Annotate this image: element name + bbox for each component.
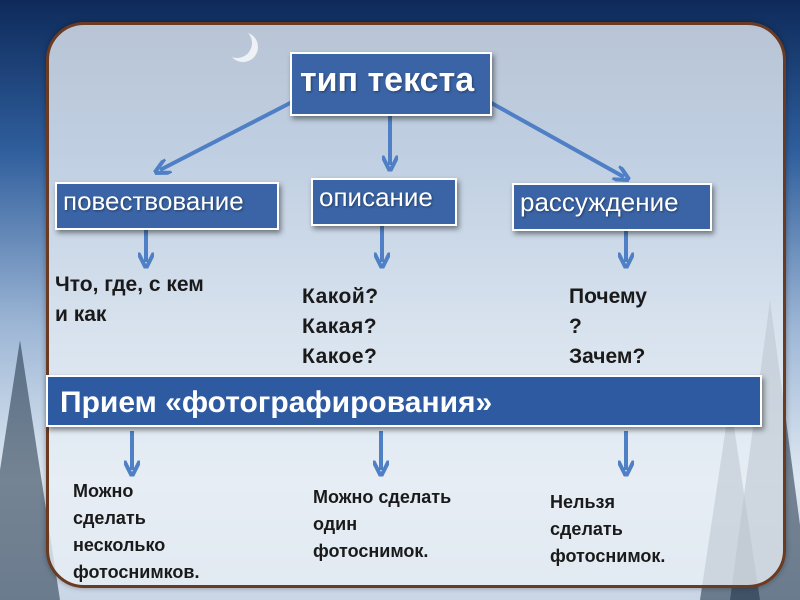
- photographing-technique-bar: Прием «фотографирования»: [46, 375, 762, 427]
- description-type-box: описание: [311, 178, 457, 226]
- root-text-type-box: тип текста: [290, 52, 492, 116]
- narration-type-box: повествование: [55, 182, 279, 230]
- description-answer: Можно сделать один фотоснимок.: [313, 487, 452, 561]
- arrow-root-to-reasoning: [485, 98, 624, 177]
- reasoning-question: Почему ? Зачем?: [569, 285, 647, 368]
- arrow-root-to-narration: [160, 98, 297, 170]
- reasoning-type-box: рассуждение: [512, 183, 712, 231]
- narration-answer: Можно сделать несколько фотоснимков.: [73, 481, 200, 582]
- description-question: Какой? Какая? Какое?: [302, 285, 379, 368]
- narration-question: Что, где, с кем и как: [55, 273, 204, 326]
- diagram-panel: [46, 22, 786, 588]
- reasoning-answer: Нельзя сделать фотоснимок.: [550, 492, 666, 566]
